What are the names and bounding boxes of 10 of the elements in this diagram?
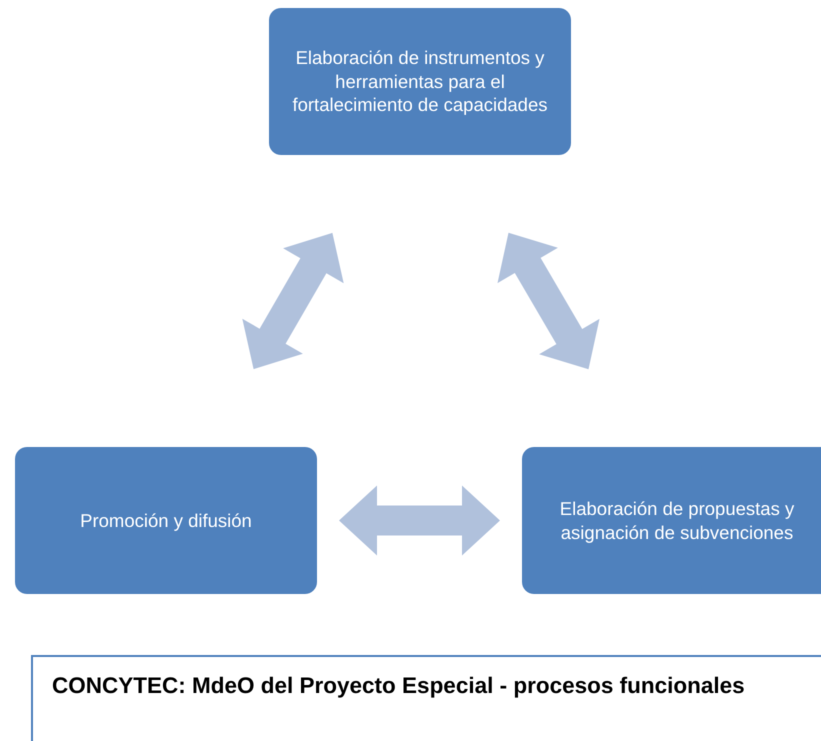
box-label: Elaboración de instrumentos y herramientas para el fortalecimiento de capacidades: [291, 46, 549, 117]
process-box: [522, 447, 821, 594]
caption: CONCYTEC: MdeO del Proyecto Especial - procesos funcionales: [52, 672, 746, 700]
box-label: Promoción y difusión: [80, 508, 252, 532]
double-arrow: [498, 232, 600, 370]
process-box: [15, 447, 317, 594]
double-arrow: [339, 486, 500, 556]
double-arrow: [242, 232, 344, 370]
process-box: [269, 8, 571, 155]
box-label: Elaboración de propuestas y asignación de subvenciones: [558, 497, 796, 544]
